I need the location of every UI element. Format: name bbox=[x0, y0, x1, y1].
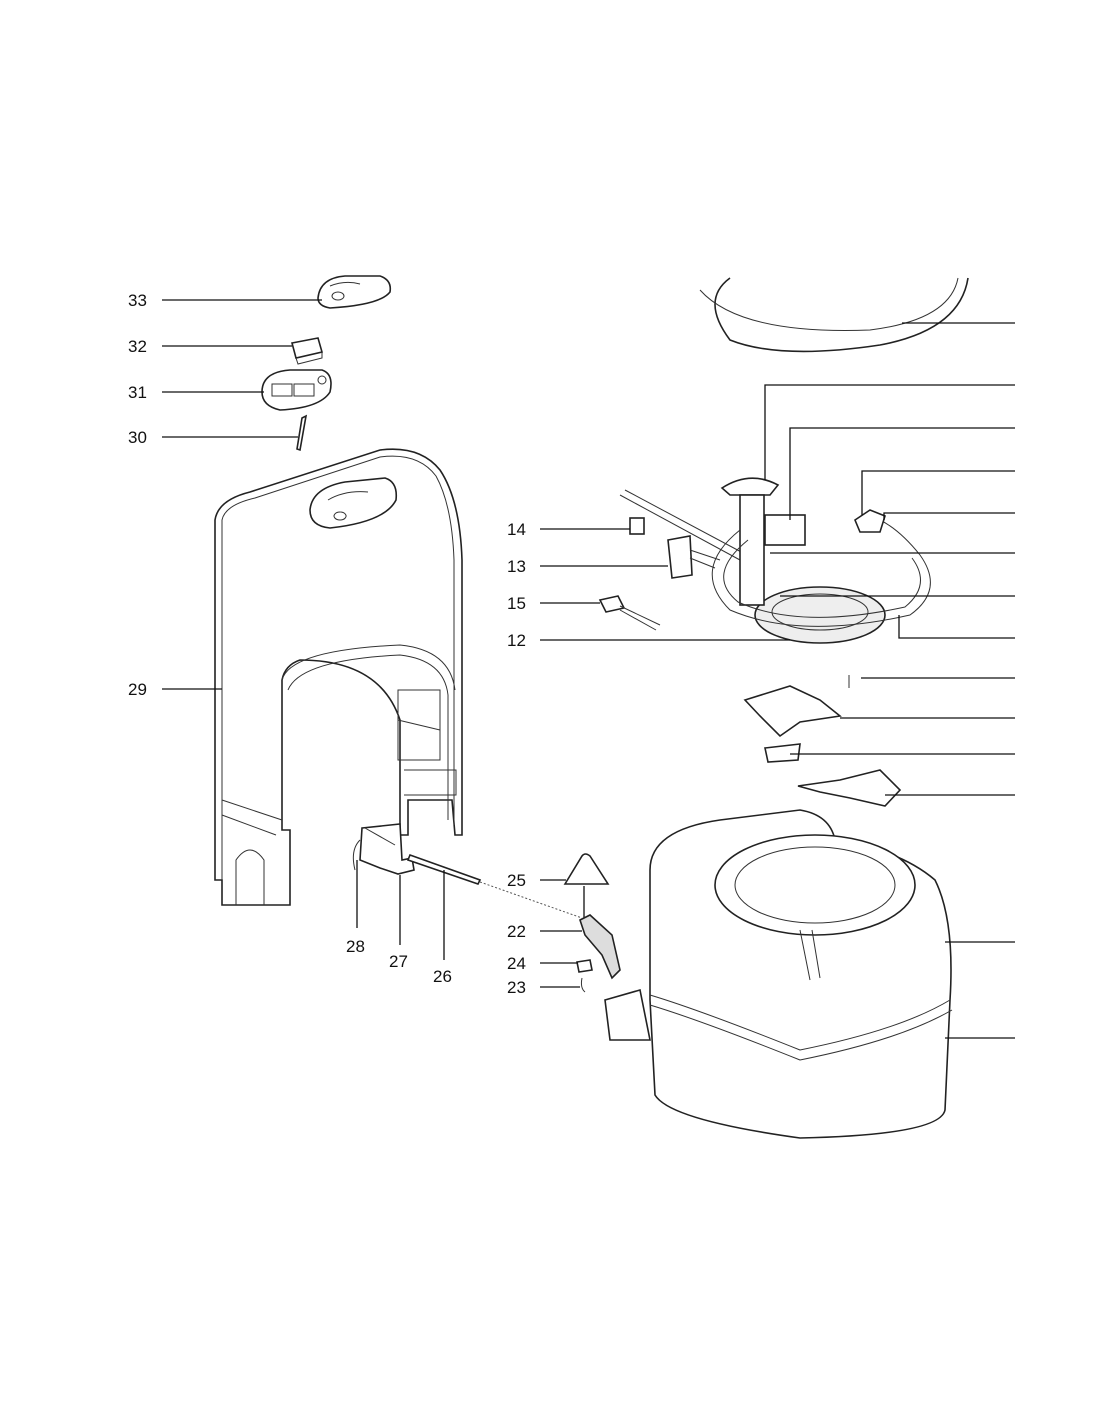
label-12: 12 bbox=[507, 631, 526, 650]
part-26-rod bbox=[406, 853, 482, 885]
label-15: 15 bbox=[507, 594, 526, 613]
label-32: 32 bbox=[128, 337, 147, 356]
part-27-28-latch-bracket bbox=[352, 823, 415, 875]
label-14: 14 bbox=[507, 520, 526, 539]
part-32-button bbox=[291, 337, 324, 365]
label-31: 31 bbox=[128, 383, 147, 402]
hinge-parts bbox=[563, 853, 621, 993]
part-30-pin bbox=[296, 414, 308, 452]
label-29: 29 bbox=[128, 680, 147, 699]
dotted-guide bbox=[479, 881, 583, 919]
part-15-sensor bbox=[598, 595, 661, 631]
part-33-cover-plate bbox=[317, 275, 392, 309]
right-callout-leaders bbox=[764, 322, 1015, 1039]
pump-assembly bbox=[699, 277, 969, 688]
label-28: 28 bbox=[346, 937, 365, 956]
part-13-bracket bbox=[667, 535, 721, 579]
label-30: 30 bbox=[128, 428, 147, 447]
label-26: 26 bbox=[433, 967, 452, 986]
label-27: 27 bbox=[389, 952, 408, 971]
label-23: 23 bbox=[507, 978, 526, 997]
part-31-switch-panel bbox=[261, 369, 332, 411]
valve-parts bbox=[743, 685, 902, 807]
part-14-clip bbox=[619, 489, 746, 561]
label-13: 13 bbox=[507, 557, 526, 576]
label-33: 33 bbox=[128, 291, 147, 310]
part-29-housing-shell bbox=[214, 448, 463, 906]
label-25: 25 bbox=[507, 871, 526, 890]
label-24: 24 bbox=[507, 954, 526, 973]
waste-tank bbox=[604, 809, 953, 1139]
label-22: 22 bbox=[507, 922, 526, 941]
